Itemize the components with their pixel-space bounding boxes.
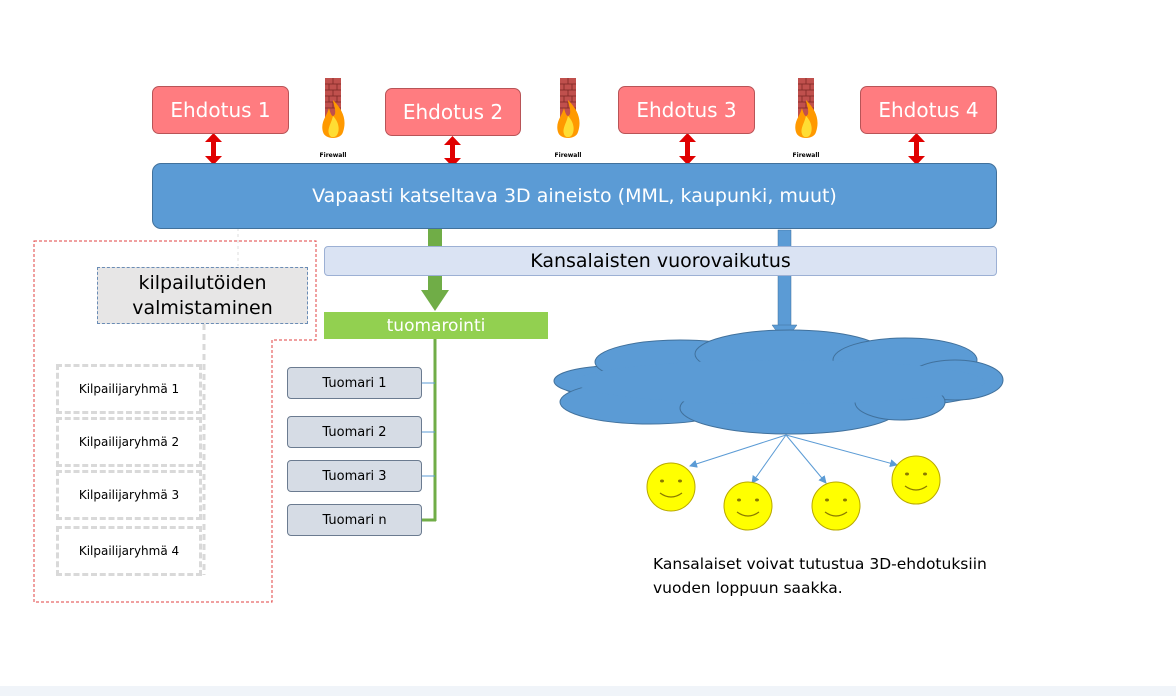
smiley-face-icon (891, 455, 941, 505)
judge-box-1: Tuomari 1 (287, 367, 422, 399)
caption-line-1: Kansalaiset voivat tutustua 3D-ehdotuksi… (653, 555, 987, 573)
proposal-box-2: Ehdotus 2 (385, 88, 521, 136)
preparation-line-1: kilpailutöiden (138, 271, 267, 294)
proposal-box-1: Ehdotus 1 (152, 86, 289, 134)
proposal-box-3: Ehdotus 3 (618, 86, 755, 134)
firewall-icon: Firewall (548, 78, 588, 159)
competition-preparation-box: kilpailutöiden valmistaminen (97, 267, 308, 324)
proposal-box-4: Ehdotus 4 (860, 86, 997, 134)
double-arrow-3 (679, 133, 696, 165)
caption-line-2: vuoden loppuun saakka. (653, 579, 843, 597)
double-arrow-2 (444, 136, 461, 167)
judging-tree (421, 338, 437, 522)
competitor-group-2: Kilpailijaryhmä 2 (56, 417, 202, 467)
smiley-face-icon (646, 462, 696, 512)
firewall-icon: Firewall (313, 78, 353, 159)
competitor-group-3: Kilpailijaryhmä 3 (56, 470, 202, 520)
footer-strip (0, 686, 1176, 696)
double-arrow-1 (205, 133, 222, 165)
cloud-fill (575, 360, 985, 404)
preparation-line-2: valmistaminen (132, 296, 273, 319)
judge-box-3: Tuomari 3 (287, 460, 422, 492)
firewall-label: Firewall (554, 152, 582, 159)
competitor-group-1: Kilpailijaryhmä 1 (56, 364, 202, 414)
smiley-face-icon (811, 481, 861, 531)
judge-box-2: Tuomari 2 (287, 416, 422, 448)
smiley-face-icon (723, 481, 773, 531)
judge-box-n: Tuomari n (287, 504, 422, 536)
cloud-to-people-arrows (689, 434, 898, 484)
competitor-group-4: Kilpailijaryhmä 4 (56, 526, 202, 576)
citizen-caption: Kansalaiset voivat tutustua 3D-ehdotuksi… (653, 552, 1073, 600)
competitor-area-border (33, 240, 317, 603)
open-3d-data-bar: Vapaasti katseltava 3D aineisto (MML, ka… (152, 163, 997, 229)
judging-bar: tuomarointi (324, 312, 548, 339)
firewall-icon: Firewall (786, 78, 826, 159)
citizen-interaction-bar: Kansalaisten vuorovaikutus (324, 246, 997, 276)
firewall-label: Firewall (792, 152, 820, 159)
double-arrow-4 (908, 133, 925, 165)
firewall-label: Firewall (319, 152, 347, 159)
